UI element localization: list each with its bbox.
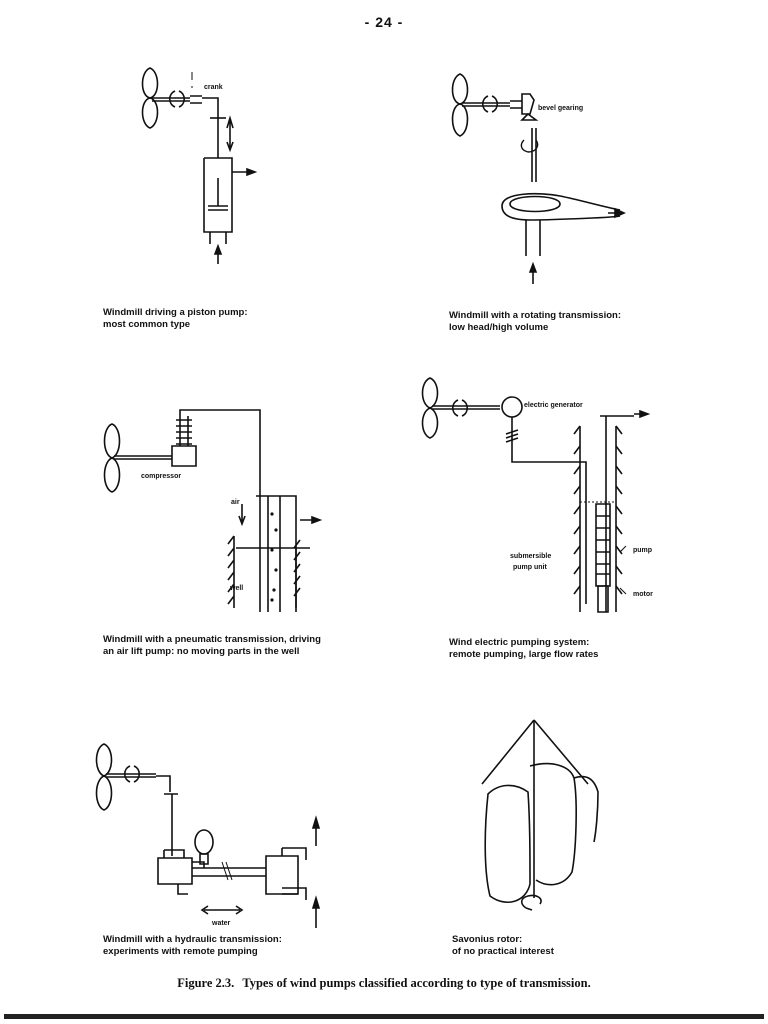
wind-electric-diagram: [420, 374, 670, 624]
caption-hydraulic-line1: Windmill with a hydraulic transmission:: [103, 934, 282, 945]
caption-electric-line1: Wind electric pumping system:: [449, 637, 590, 648]
label-pump: pump: [633, 547, 653, 554]
caption-rotating-line1: Windmill with a rotating transmission:: [449, 310, 621, 321]
caption-hydraulic-line2: experiments with remote pumping: [103, 946, 258, 957]
caption-pneumatic-line2: an air lift pump: no moving parts in the…: [103, 646, 300, 657]
label-submersible: submersible: [510, 553, 552, 560]
page-number: - 24 -: [364, 14, 404, 30]
caption-piston-pump-line1: Windmill driving a piston pump:: [103, 307, 248, 318]
rotating-transmission-diagram: [440, 70, 640, 284]
label-motor: motor: [633, 591, 653, 598]
label-water: water: [212, 920, 231, 927]
bottom-rule: [4, 1014, 764, 1019]
label-air: air: [231, 499, 240, 506]
caption-rotating-line2: low head/high volume: [449, 322, 549, 333]
label-compressor: compressor: [141, 473, 182, 480]
label-electric-generator: electric generator: [524, 402, 583, 409]
hydraulic-transmission-diagram: [92, 738, 342, 928]
label-pump-unit: pump unit: [513, 564, 547, 571]
figure-caption: Figure 2.3. Types of wind pumps classifie…: [0, 976, 768, 991]
savonius-rotor-diagram: [470, 712, 640, 922]
caption-piston-pump-line2: most common type: [103, 319, 191, 330]
pneumatic-transmission-diagram: [96, 400, 346, 620]
caption-pneumatic-line1: Windmill with a pneumatic transmission, …: [103, 634, 321, 645]
figure-caption-text: Types of wind pumps classified according…: [242, 976, 591, 990]
label-crank: crank: [204, 84, 223, 91]
figure-number: Figure 2.3.: [177, 976, 235, 990]
label-well: well: [230, 585, 244, 592]
label-bevel-gearing: bevel gearing: [538, 105, 584, 112]
caption-electric-line2: remote pumping, large flow rates: [449, 649, 599, 660]
piston-pump-diagram: [130, 58, 280, 264]
caption-savonius-line1: Savonius rotor:: [452, 934, 523, 945]
caption-savonius-line2: of no practical interest: [452, 946, 554, 957]
